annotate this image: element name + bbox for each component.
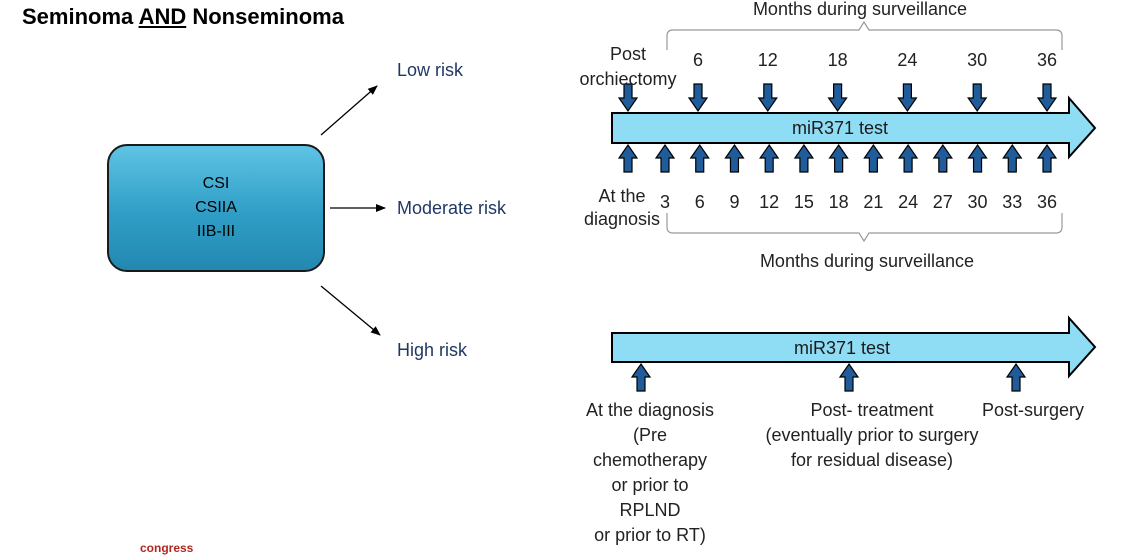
moderate-risk-label: Moderate risk [397,198,507,218]
mod-month-label: 33 [1002,192,1023,212]
top-marker-month [687,83,709,113]
mod-month-label: 27 [932,192,953,212]
moderate-start-line1: At the [598,186,646,206]
high-diagnosis-label-line: (Pre [632,425,668,445]
moderate-surveillance-bracket [666,213,1063,243]
top-marker-month [897,83,918,113]
high-marker-post-treatment [838,362,860,392]
post-surgery-label: Post-surgery [981,400,1085,420]
top-month-label: 6 [692,50,704,70]
mod-month-label: 30 [967,192,988,212]
mod-month-label: 9 [729,192,740,212]
low-risk-timeline-arrow [611,95,1097,160]
mod-month-label: 15 [793,192,814,212]
top-month-label: 24 [897,50,918,70]
page-title: Seminoma AND Nonseminoma [22,4,344,29]
high-diagnosis-label-line: chemotherapy [592,450,708,470]
top-surveillance-bracket [666,20,1063,50]
stage-iib-iii: IIB-III [196,223,236,240]
mod-month-label: 36 [1036,192,1058,212]
top-marker-month [757,83,778,113]
high-risk-arrow-label: miR371 test [793,338,891,358]
arrow-to-low-risk [320,85,378,136]
mod-marker-month [793,143,815,173]
mod-marker-month [897,143,919,173]
mod-month-label: 3 [659,192,671,212]
congress-logo-text: congress [140,541,194,555]
mod-marker-month [967,143,988,173]
mod-marker-month [654,143,676,173]
low-risk-label: Low risk [397,60,464,80]
mod-marker-month [828,143,849,173]
stage-csi: CSI [202,175,230,192]
arrow-to-high-risk [320,285,381,336]
high-post-treatment-label-line: (eventually prior to surgery [765,425,979,445]
high-diagnosis-label-line: or prior to RT) [594,525,706,545]
post-orchiectomy-line1: Post [609,44,647,64]
mod-month-label: 12 [759,192,780,212]
mod-marker-month [724,143,745,173]
mod-marker-start [617,143,639,173]
top-marker-start [617,83,639,113]
low-risk-arrow-label: miR371 test [791,118,889,138]
top-marker-month [827,83,848,113]
mod-marker-month [759,143,780,173]
top-month-label: 30 [967,50,988,70]
mod-marker-month [1036,143,1058,173]
high-risk-timeline-arrow [611,315,1097,379]
high-marker-diagnosis [630,362,652,392]
mod-marker-month [689,143,710,173]
high-diagnosis-label-line: At the diagnosis [585,400,715,420]
stage-box: CSI CSIIA IIB-III [107,144,325,272]
high-post-treatment-label-line: Post- treatment [810,400,934,420]
top-bracket-label: Months during surveillance [752,0,968,19]
top-month-label: 36 [1036,50,1058,70]
high-diagnosis-label-line: or prior to [611,475,689,495]
high-marker-post-surgery [1005,362,1027,392]
moderate-bracket-label: Months during surveillance [759,251,975,271]
mod-marker-month [1002,143,1023,173]
mod-month-label: 24 [898,192,919,212]
high-diagnosis-label-line: RPLND [619,500,681,520]
mod-marker-month [863,143,884,173]
top-month-label: 18 [827,50,848,70]
mod-month-label: 6 [694,192,705,212]
stage-csiia: CSIIA [195,199,237,216]
mod-month-label: 21 [863,192,884,212]
top-month-label: 12 [757,50,778,70]
high-risk-label: High risk [397,340,468,360]
top-marker-month [1036,83,1058,113]
high-post-treatment-label-line: for residual disease) [790,450,954,470]
post-orchiectomy-line2: orchiectomy [579,69,677,89]
moderate-start-line2: diagnosis [583,209,661,229]
mod-month-label: 18 [828,192,849,212]
mod-marker-month [932,143,953,173]
top-marker-month [967,83,988,113]
